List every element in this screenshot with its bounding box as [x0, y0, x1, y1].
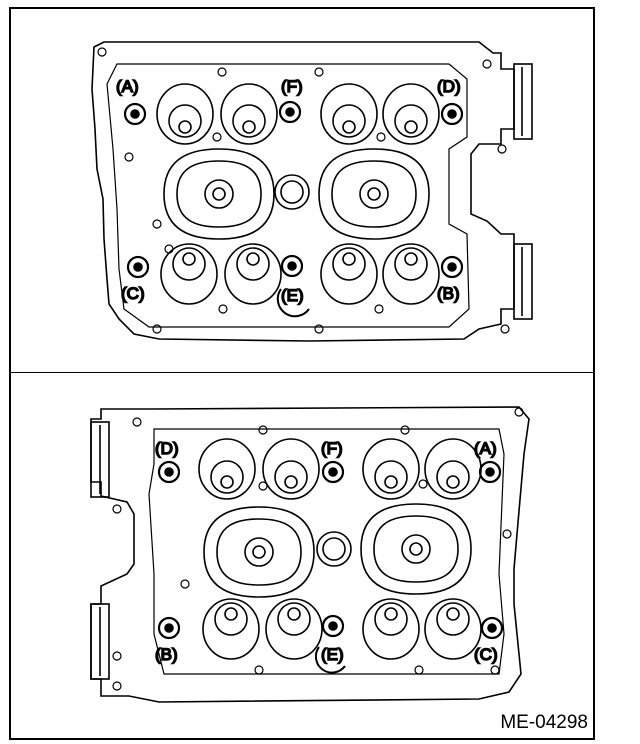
valve-bores-bottom — [160, 243, 440, 305]
label-b: (B) — [437, 284, 460, 303]
label-f: (F) — [281, 77, 303, 96]
end-boss-lower — [90, 603, 110, 680]
bolt-holes — [123, 100, 464, 318]
valve-bores-bottom — [202, 598, 482, 660]
label-c: (C) — [474, 645, 498, 664]
end-boss-upper — [513, 63, 533, 140]
valve-bores-top — [198, 438, 482, 500]
bolt-holes — [157, 460, 504, 674]
valve-bores-top — [156, 83, 440, 145]
label-c: (C) — [121, 284, 145, 303]
label-a: (A) — [474, 439, 497, 458]
figure-code: ME-04298 — [500, 712, 588, 733]
label-d: (D) — [155, 439, 179, 458]
combustion-chambers — [163, 148, 430, 240]
lower-cylinder-head-diagram: (D) (F) (A) (B) (E) (C) — [90, 406, 530, 703]
view-divider — [9, 372, 593, 373]
label-a: (A) — [116, 77, 139, 96]
combustion-chambers — [203, 503, 472, 598]
label-d: (D) — [437, 77, 461, 96]
label-b: (B) — [155, 645, 178, 664]
label-f: (F) — [321, 439, 343, 458]
small-holes — [97, 47, 510, 334]
end-boss-lower — [513, 243, 533, 320]
label-e: (E) — [281, 286, 304, 305]
end-boss-upper — [90, 421, 110, 498]
upper-cylinder-head-diagram: (A) (F) (D) (C) (E) (B) — [91, 41, 533, 342]
small-holes — [112, 407, 524, 691]
figure-frame — [9, 7, 595, 740]
label-e: (E) — [321, 645, 344, 664]
